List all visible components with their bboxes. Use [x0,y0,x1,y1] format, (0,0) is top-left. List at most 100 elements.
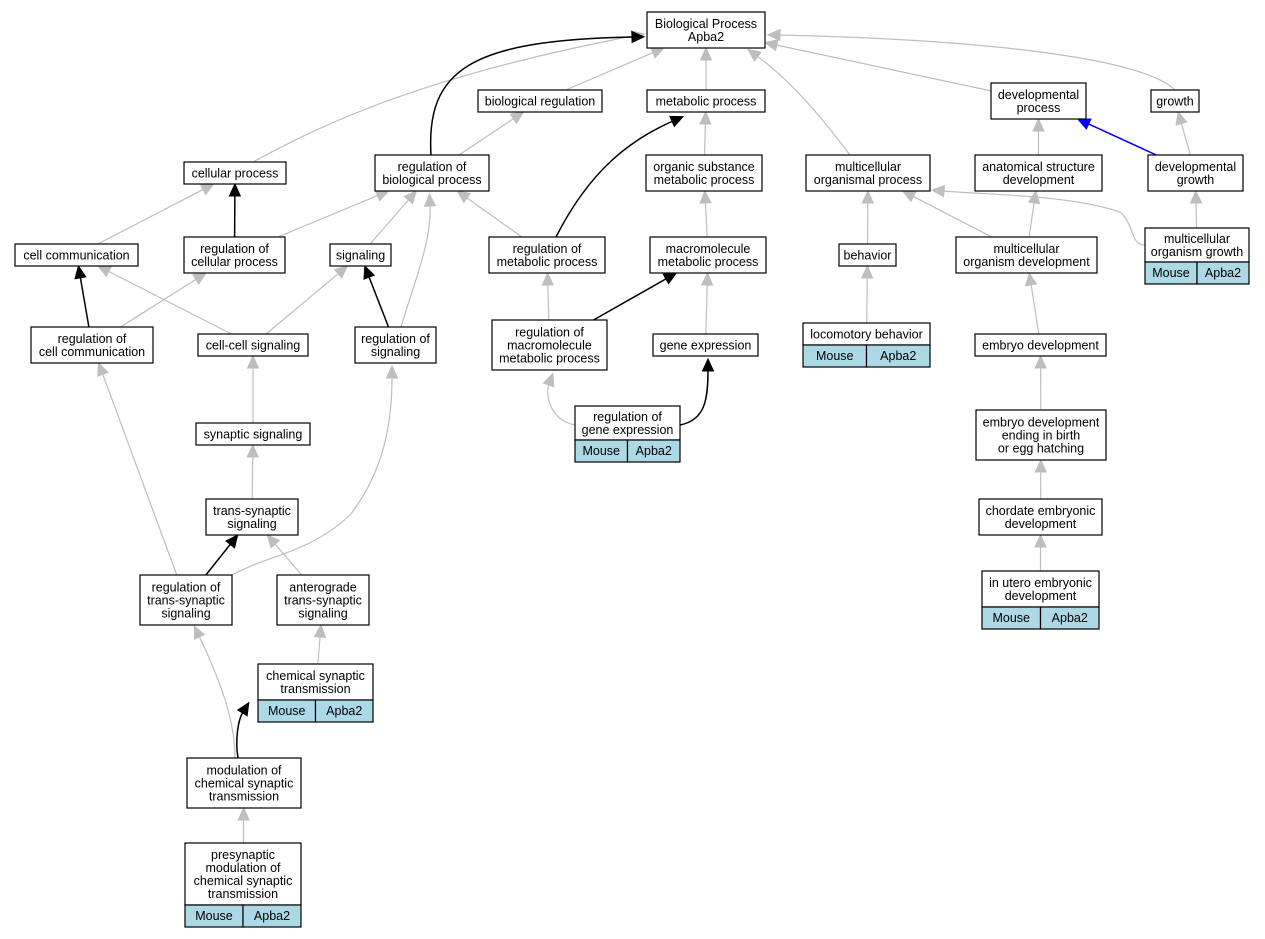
edge-line [198,635,236,759]
edge-line [101,373,178,576]
edge-arrowhead [456,190,472,204]
go-term-synsig[interactable]: synaptic signaling [195,422,311,446]
term-label: synaptic signaling [204,428,303,442]
edge-arrowhead [199,183,215,196]
edge-arrowhead [631,30,646,44]
edge-arrowhead [1189,189,1203,204]
term-label: regulation of [200,242,269,256]
go-term-behavior[interactable]: behavior [838,243,897,267]
term-label: embryo development [982,339,1099,353]
go-term-cellcomm[interactable]: cell communication [14,243,139,267]
edge-arrowhead [699,46,713,61]
term-box [374,154,490,192]
term-label: macromolecule [507,339,592,353]
edge-line [368,275,390,328]
edge-regulates [429,30,646,156]
term-box [276,574,370,626]
edge-regulates [363,264,390,328]
go-term-geneexp[interactable]: gene expression [652,333,759,357]
term-label: Apba2 [688,30,724,44]
edge-arrowhead [930,184,946,198]
edge-is-a [747,48,851,156]
edge-line [400,204,431,328]
edge-line [547,283,550,321]
go-term-metab[interactable]: metabolic process [646,89,766,113]
edge-line [79,276,90,328]
edge-is-a [277,189,390,238]
go-term-bioreg[interactable]: biological regulation [477,89,603,113]
term-label: regulation of [398,160,467,174]
edge-arrowhead [649,47,666,59]
term-label: transmission [280,682,350,696]
edge-arrowhead [1034,458,1048,473]
go-term-signaling[interactable]: signaling [329,243,392,267]
edge-line [866,276,868,324]
go-term-embdev[interactable]: embryo development [974,333,1107,357]
term-box [1147,154,1244,192]
go-term-ccsig[interactable]: cell-cell signaling [197,333,309,357]
term-box [646,11,766,49]
edge-is-a [246,443,259,500]
term-label: transmission [208,887,278,901]
edge-arrowhead [403,190,418,205]
edge-line [1180,122,1191,156]
edge-line [679,369,709,426]
edge-is-a [246,354,260,423]
species-label: Mouse [195,909,233,923]
term-label: transmission [209,790,279,804]
edge-line [593,277,668,321]
gene-cell [865,344,931,368]
edge-is-a [237,806,250,844]
edge-is-a [565,47,666,91]
edge-is-a [456,190,523,238]
edge-arrowhead [509,111,525,125]
edge-line [369,198,410,245]
go-term-cellproc[interactable]: cellular process [183,161,287,185]
edge-arrowhead [1025,271,1038,287]
term-box [186,757,302,809]
term-label: behavior [844,249,892,263]
term-label: regulation of [593,410,662,424]
gene-label: Apba2 [254,909,290,923]
edge-regulates [236,701,250,759]
edge-arrowhead [662,272,678,285]
edge-arrowhead [237,806,250,821]
term-label: metabolic process [656,95,757,109]
edge-line [704,201,708,238]
go-term-growth[interactable]: growth [1150,89,1200,113]
edge-is-a [369,190,418,245]
term-label: organism development [963,255,1090,269]
term-label: developmental [998,88,1079,102]
edge-is-a [400,192,437,328]
edge-is-a [1034,354,1047,411]
gene-cell [626,439,681,463]
edge-line [705,283,708,335]
gene-label: Apba2 [1052,611,1088,625]
